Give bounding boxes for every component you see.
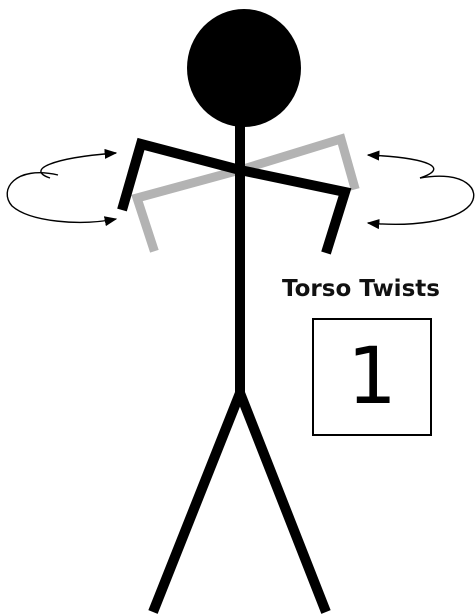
shadow-arm-left	[137, 170, 240, 247]
arrow-right-lower	[368, 176, 474, 224]
figure-head	[187, 9, 301, 127]
step-number-box: 1	[312, 318, 432, 436]
step-number: 1	[347, 338, 397, 416]
arrow-left-upper	[7, 173, 116, 223]
rotation-arrows-right-icon	[368, 155, 474, 224]
exercise-title: Torso Twists	[282, 276, 476, 302]
figure-arm-right	[240, 170, 345, 253]
arrow-right-upper	[368, 155, 434, 178]
figure-leg-left	[153, 393, 240, 612]
rotation-arrows-left-icon	[7, 153, 116, 222]
